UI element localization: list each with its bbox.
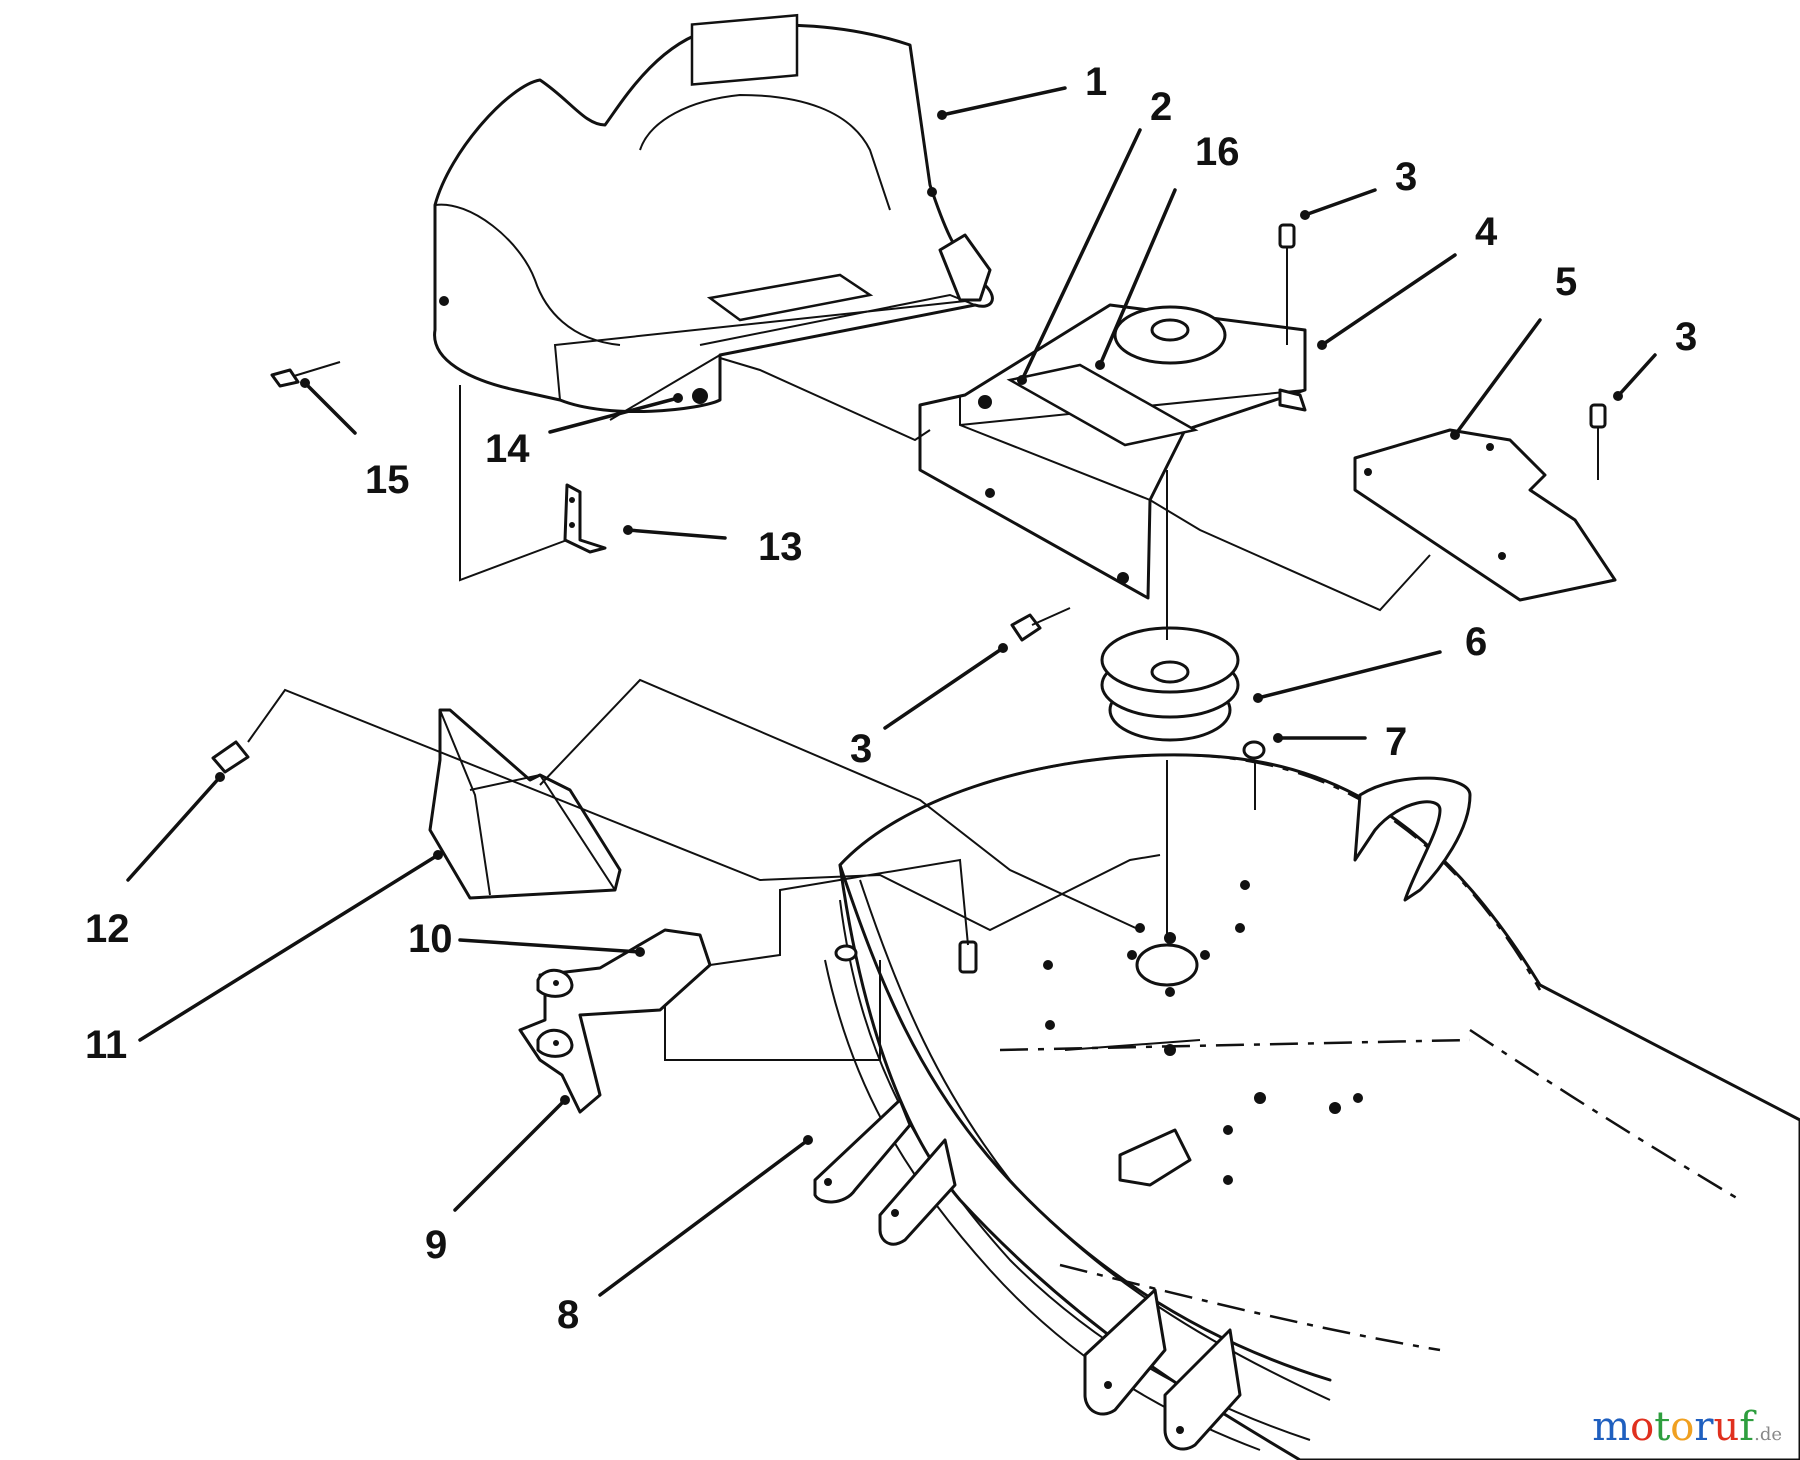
callout-4: 4 <box>1475 210 1498 254</box>
callout-12: 12 <box>85 907 130 951</box>
support-plate <box>1353 428 1617 602</box>
watermark-letter: u <box>1713 1404 1740 1450</box>
callout-3-center: 3 <box>850 727 872 771</box>
callout-6: 6 <box>1465 620 1487 664</box>
callout-labels: 1 2 16 3 4 5 3 15 14 13 6 3 7 12 11 10 9… <box>85 60 1697 1337</box>
watermark-letter: m <box>1592 1404 1631 1450</box>
watermark-suffix: .de <box>1754 1424 1782 1445</box>
hardware <box>211 223 1607 974</box>
watermark-letter: t <box>1654 1404 1671 1450</box>
callout-8: 8 <box>557 1293 579 1337</box>
callout-2: 2 <box>1150 85 1172 129</box>
callout-14: 14 <box>485 427 530 471</box>
callout-13: 13 <box>758 525 803 569</box>
watermark-letter: o <box>1670 1404 1695 1450</box>
callout-3-top: 3 <box>1395 155 1417 199</box>
mounting-tab <box>563 483 607 554</box>
pulley <box>1100 626 1240 742</box>
watermark-letter: r <box>1694 1404 1714 1450</box>
callout-1: 1 <box>1085 60 1107 104</box>
watermark-letters: motoruf <box>1592 1404 1754 1450</box>
callout-16: 16 <box>1195 130 1240 174</box>
leaders <box>126 86 1657 1297</box>
callout-9: 9 <box>425 1223 447 1267</box>
watermark-logo: motoruf.de <box>1592 1404 1782 1450</box>
assembly-lines <box>247 354 1431 1061</box>
mount-bracket <box>518 928 712 1114</box>
discharge-chute <box>433 13 994 413</box>
deflector <box>428 708 622 900</box>
callout-7: 7 <box>1385 720 1407 764</box>
callout-15: 15 <box>365 458 410 502</box>
callout-11: 11 <box>85 1023 127 1067</box>
callout-10: 10 <box>408 917 453 961</box>
callout-3-right: 3 <box>1675 315 1697 359</box>
mower-deck <box>813 753 1800 1460</box>
callout-5: 5 <box>1555 260 1577 304</box>
idler-bracket <box>918 303 1307 600</box>
watermark-letter: f <box>1739 1404 1755 1450</box>
watermark-letter: o <box>1630 1404 1655 1450</box>
